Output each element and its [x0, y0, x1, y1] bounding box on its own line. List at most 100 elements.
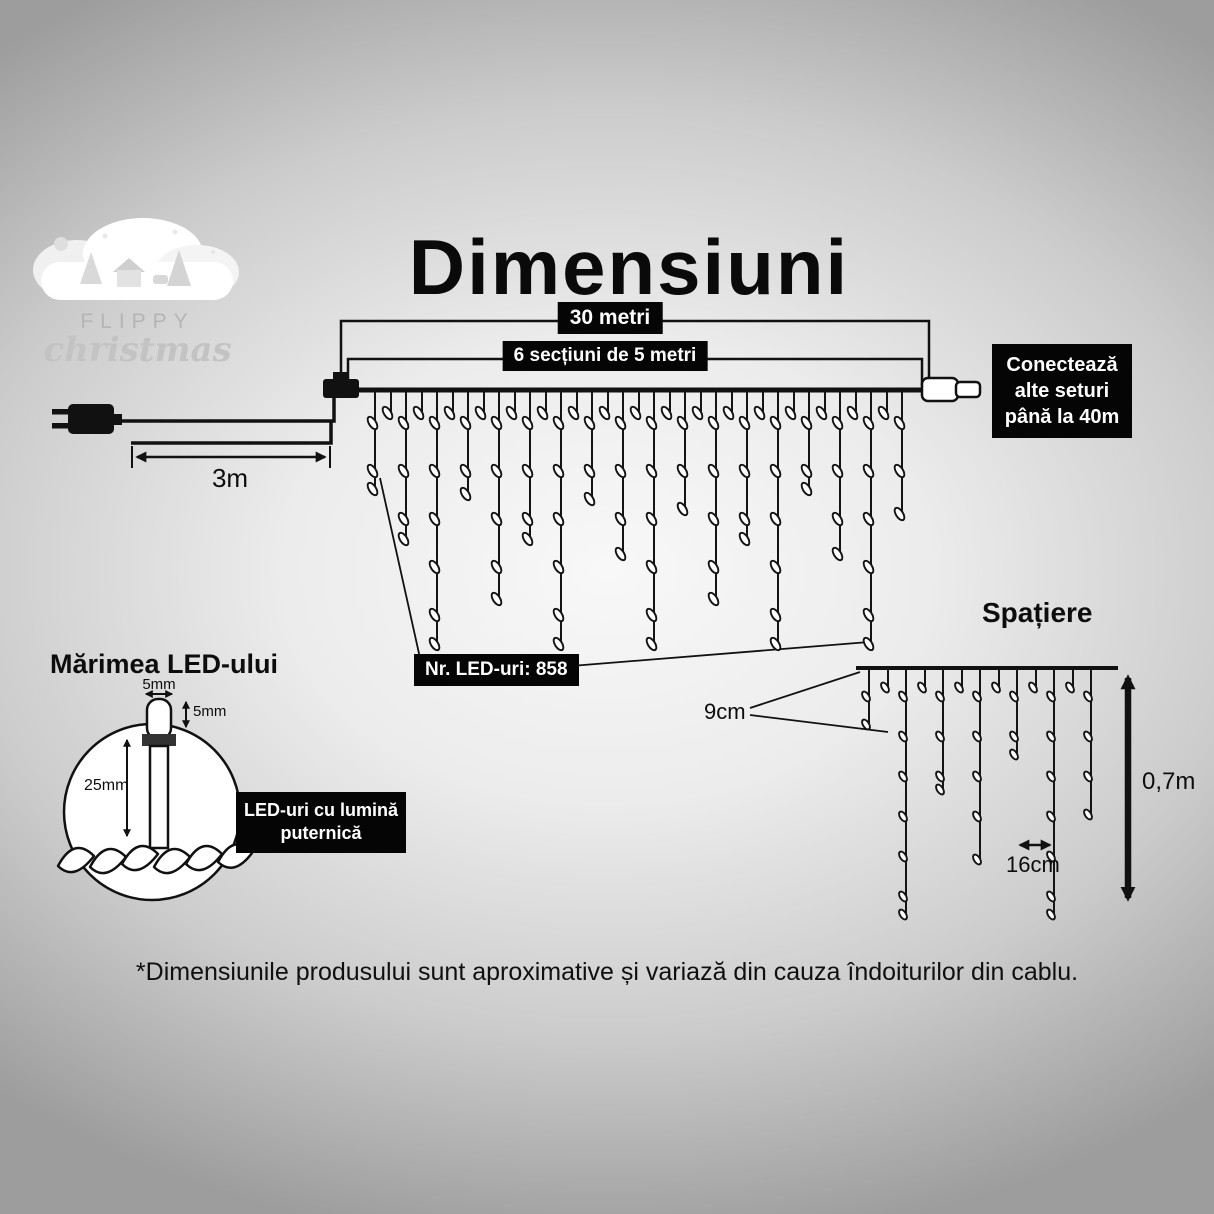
led-bulb [766, 634, 784, 654]
curtain-strand [611, 391, 629, 564]
led-bulb [704, 589, 722, 609]
curtain-stub [410, 391, 427, 423]
curtain-strand [859, 670, 873, 733]
led-bulb [410, 403, 427, 423]
led-bulb [549, 461, 567, 481]
led-count-label: Nr. LED-uri: 858 [414, 654, 579, 686]
led-bulb [735, 461, 753, 481]
curtain-strand [487, 391, 505, 609]
led-bulb [596, 403, 613, 423]
curtain-stub [441, 391, 458, 423]
curtain-stub [658, 391, 675, 423]
sections-label: 6 secțiuni de 5 metri [502, 341, 708, 371]
curtain-strand [580, 391, 598, 509]
led-bulb [988, 679, 1003, 696]
led-bulb [580, 489, 598, 509]
led-bulb [394, 529, 412, 549]
led-bulb [704, 509, 722, 529]
led-bulb [673, 461, 691, 481]
curtain-strand [797, 391, 815, 499]
led-bulb [425, 605, 443, 625]
led-bulb [1044, 808, 1058, 825]
led-bulb [970, 688, 984, 705]
led-size-diagram [56, 690, 254, 902]
led-bulb [642, 509, 660, 529]
logo-text-christmas: christmas [43, 330, 232, 370]
led-bulb [549, 413, 567, 433]
curtain-strand [970, 670, 984, 868]
led-bulb [611, 461, 629, 481]
curtain-stub [813, 391, 830, 423]
led-bulb [896, 728, 910, 745]
led-bulb [859, 413, 877, 433]
led-bulb [487, 589, 505, 609]
led-bulb [970, 851, 984, 868]
led-bulb [658, 403, 675, 423]
led-bulb [1007, 728, 1021, 745]
led-bulb [394, 461, 412, 481]
led-bulb [642, 605, 660, 625]
led-bulb [735, 529, 753, 549]
led-bulb [627, 403, 644, 423]
led-bulb [487, 557, 505, 577]
led-bulb [549, 634, 567, 654]
led-bulb [751, 403, 768, 423]
drop-gap-label: 9cm [704, 699, 746, 724]
curtain-strand [735, 391, 753, 549]
led-bulb [611, 413, 629, 433]
led-bulb [933, 728, 947, 745]
curtain-strand [704, 391, 722, 609]
led-bulb [828, 461, 846, 481]
led-bulb [933, 781, 947, 798]
curtain-stub [914, 670, 929, 696]
led-bulb [1044, 906, 1058, 923]
curtain-stub [534, 391, 551, 423]
led-bulb [828, 544, 846, 564]
led-bulb [379, 403, 396, 423]
curtain-strand [933, 670, 947, 798]
led-bulb [611, 509, 629, 529]
curtain-strand [766, 391, 784, 654]
led-bulb [611, 544, 629, 564]
curtain-strand [1044, 670, 1058, 923]
curtain-stub [596, 391, 613, 423]
led-bulb [580, 461, 598, 481]
led-bulb [797, 461, 815, 481]
curtain-stub [689, 391, 706, 423]
led-bulb [1081, 728, 1095, 745]
start-connector-icon [323, 372, 359, 398]
led-bulb [363, 461, 381, 481]
led-bulb [487, 413, 505, 433]
curtain-stub [472, 391, 489, 423]
led-bulb [859, 688, 873, 705]
curtain-strand [890, 391, 908, 524]
total-length-label: 30 metri [557, 302, 663, 334]
curtain-strand [1007, 670, 1021, 763]
curtain-stub [379, 391, 396, 423]
led-bulb [472, 403, 489, 423]
led-bulb [766, 509, 784, 529]
led-bulb [797, 413, 815, 433]
led-bulb [890, 504, 908, 524]
led-bulb [875, 403, 892, 423]
led-brightness-note: LED-uri cu lumină puternică [236, 792, 406, 853]
lead-cable-length-label: 3m [211, 463, 249, 493]
led-bulb [896, 688, 910, 705]
led-bulb [766, 413, 784, 433]
led-bulb [425, 509, 443, 529]
power-plug-icon [52, 404, 122, 434]
led-bulb [1044, 888, 1058, 905]
curtain-strand [425, 391, 443, 654]
led-bulb [580, 413, 598, 433]
led-bulb [828, 413, 846, 433]
curtain-stub [877, 670, 892, 696]
led-bulb [859, 509, 877, 529]
led-bulb [1081, 688, 1095, 705]
led-bulb [1007, 746, 1021, 763]
led-bulb [456, 484, 474, 504]
curtain-stub [875, 391, 892, 423]
curtain-strand [642, 391, 660, 654]
led-bulb [456, 461, 474, 481]
led-bulb [487, 461, 505, 481]
led-bulb [782, 403, 799, 423]
